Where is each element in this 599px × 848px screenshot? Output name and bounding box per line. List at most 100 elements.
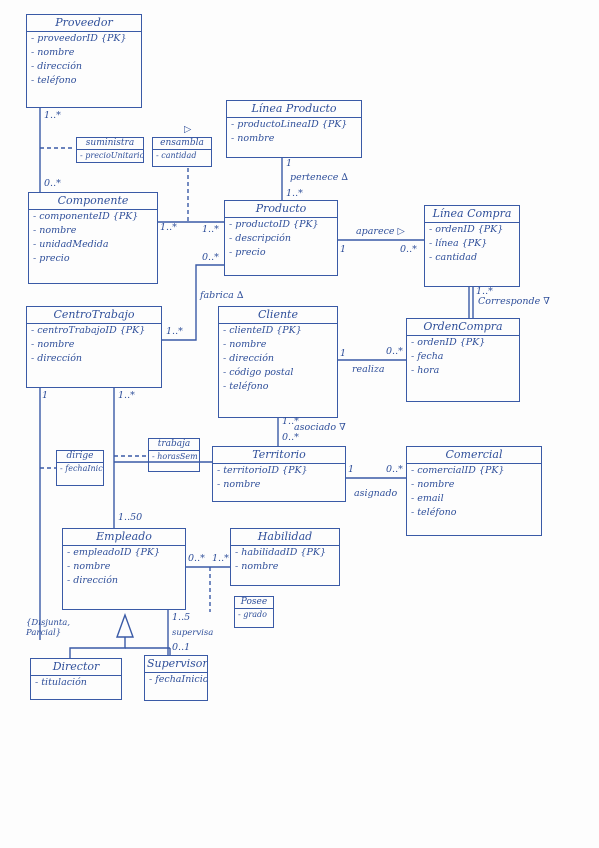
class-title: OrdenCompra [407, 319, 519, 336]
class-linea-producto[interactable]: Línea Producto productoLineaID {PK} nomb… [226, 100, 362, 158]
attribute: hora [407, 364, 519, 378]
attribute: productoLineaID {PK} [227, 118, 361, 132]
class-title: Proveedor [27, 15, 141, 32]
class-title: CentroTrabajo [27, 307, 161, 324]
class-empleado[interactable]: Empleado empleadoID {PK} nombre direcció… [62, 528, 186, 610]
class-orden-compra[interactable]: OrdenCompra ordenID {PK} fecha hora [406, 318, 520, 402]
assoc-posee[interactable]: Posee grado [234, 596, 274, 628]
attribute: nombre [219, 338, 337, 352]
mult: 1 [42, 390, 49, 401]
attribute: cantidad [153, 150, 211, 161]
class-title: suministra [77, 138, 143, 150]
assoc-suministra[interactable]: suministra precioUnitario [76, 137, 144, 163]
class-cliente[interactable]: Cliente clienteID {PK} nombre dirección … [218, 306, 338, 418]
mult: 0..* [44, 178, 61, 189]
attribute: nombre [407, 478, 541, 492]
mult: 1..* [282, 416, 299, 427]
attribute: componenteID {PK} [29, 210, 157, 224]
mult: 1..5 [172, 612, 191, 623]
attribute: teléfono [219, 380, 337, 394]
generalization-triangle [116, 612, 134, 638]
mult: 1..50 [118, 512, 143, 523]
label-supervisa: supervisa [172, 628, 214, 638]
attribute: precio [29, 252, 157, 266]
assoc-trabaja[interactable]: trabaja horasSem [148, 438, 200, 472]
attribute: nombre [231, 560, 339, 574]
mult: 0..* [282, 432, 299, 443]
assoc-dirige[interactable]: dirige fechaInicio [56, 450, 104, 486]
class-title: Director [31, 659, 121, 676]
class-title: ensambla [153, 138, 211, 150]
class-componente[interactable]: Componente componenteID {PK} nombre unid… [28, 192, 158, 284]
attribute: precioUnitario [77, 150, 143, 161]
attribute: horasSem [149, 451, 199, 462]
class-title: Territorio [213, 447, 345, 464]
class-linea-compra[interactable]: Línea Compra ordenID {PK} línea {PK} can… [424, 205, 520, 287]
class-comercial[interactable]: Comercial comercialID {PK} nombre email … [406, 446, 542, 536]
mult: 1..* [118, 390, 135, 401]
class-title: dirige [57, 451, 103, 463]
class-title: Supervisor [145, 656, 207, 673]
label-asignado: asignado [354, 488, 398, 499]
class-producto[interactable]: Producto productoID {PK} descripción pre… [224, 200, 338, 276]
mult: 1..* [202, 224, 219, 235]
class-title: Componente [29, 193, 157, 210]
class-title: Línea Producto [227, 101, 361, 118]
class-centro-trabajo[interactable]: CentroTrabajo centroTrabajoID {PK} nombr… [26, 306, 162, 388]
mult: 1..* [44, 110, 61, 121]
mult: 1..* [476, 286, 493, 297]
label-pertenece: pertenece ∆ [290, 172, 349, 183]
class-title: Empleado [63, 529, 185, 546]
class-title: Cliente [219, 307, 337, 324]
class-director[interactable]: Director titulación [30, 658, 122, 700]
mult: 0..* [188, 553, 205, 564]
mult: 1 [348, 464, 355, 475]
attribute: dirección [63, 574, 185, 588]
attribute: código postal [219, 366, 337, 380]
attribute: productoID {PK} [225, 218, 337, 232]
attribute: territorioID {PK} [213, 464, 345, 478]
label-ensambla-arrow: ▷ [184, 124, 192, 135]
attribute: línea {PK} [425, 237, 519, 251]
class-habilidad[interactable]: Habilidad habilidadID {PK} nombre [230, 528, 340, 586]
class-title: Comercial [407, 447, 541, 464]
attribute: centroTrabajoID {PK} [27, 324, 161, 338]
attribute: unidadMedida [29, 238, 157, 252]
class-supervisor[interactable]: Supervisor fechaInicio [144, 655, 208, 701]
class-proveedor[interactable]: Proveedor proveedorID {PK} nombre direcc… [26, 14, 142, 108]
label-asociado: asociado ∇ [294, 422, 346, 433]
class-title: trabaja [149, 439, 199, 451]
attribute: nombre [63, 560, 185, 574]
mult: 1 [340, 244, 347, 255]
attribute: nombre [27, 46, 141, 60]
attribute: email [407, 492, 541, 506]
attribute: comercialID {PK} [407, 464, 541, 478]
mult: 0..* [386, 346, 403, 357]
attribute: nombre [27, 338, 161, 352]
attribute: dirección [27, 352, 161, 366]
mult: 1..* [212, 553, 229, 564]
mult: 0..* [400, 244, 417, 255]
attribute: fecha [407, 350, 519, 364]
attribute: precio [225, 246, 337, 260]
attribute: titulación [31, 676, 121, 690]
mult: 0..* [202, 252, 219, 263]
class-title: Posee [235, 597, 273, 609]
attribute: dirección [27, 60, 141, 74]
label-realiza: realiza [352, 364, 385, 375]
mult: 1..* [160, 222, 177, 233]
attribute: grado [235, 609, 273, 620]
attribute: dirección [219, 352, 337, 366]
attribute: nombre [213, 478, 345, 492]
attribute: habilidadID {PK} [231, 546, 339, 560]
label-corresponde: Corresponde ∇ [478, 296, 550, 307]
assoc-ensambla[interactable]: ensambla cantidad [152, 137, 212, 167]
mult: 1..* [286, 188, 303, 199]
label-aparece: aparece ▷ [356, 226, 405, 237]
class-title: Producto [225, 201, 337, 218]
class-territorio[interactable]: Territorio territorioID {PK} nombre [212, 446, 346, 502]
attribute: teléfono [27, 74, 141, 88]
attribute: nombre [29, 224, 157, 238]
edge-generalization [69, 637, 126, 658]
